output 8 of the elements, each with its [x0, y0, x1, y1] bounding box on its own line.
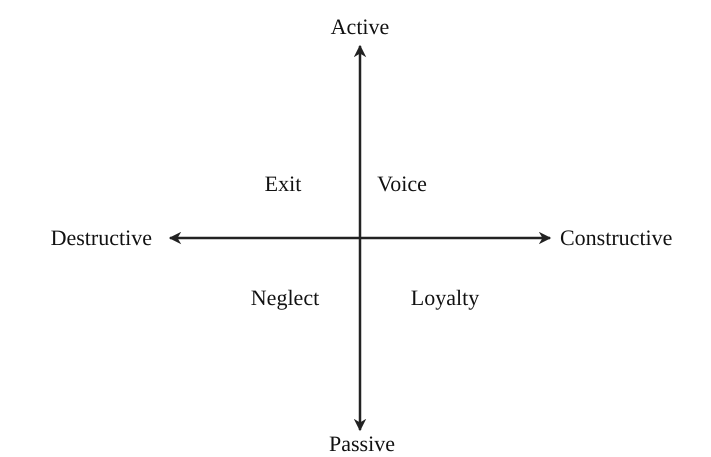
quadrant-label: Loyalty: [410, 286, 480, 310]
axis-label: Constructive: [560, 226, 672, 250]
quadrant-label: Voice: [377, 172, 427, 196]
quadrant-label: Neglect: [250, 286, 320, 310]
axis-label: Passive: [329, 432, 395, 456]
quadrant-label: Exit: [264, 172, 302, 196]
axis-label: Active: [330, 14, 390, 40]
axis-label: Destructive: [50, 226, 152, 250]
